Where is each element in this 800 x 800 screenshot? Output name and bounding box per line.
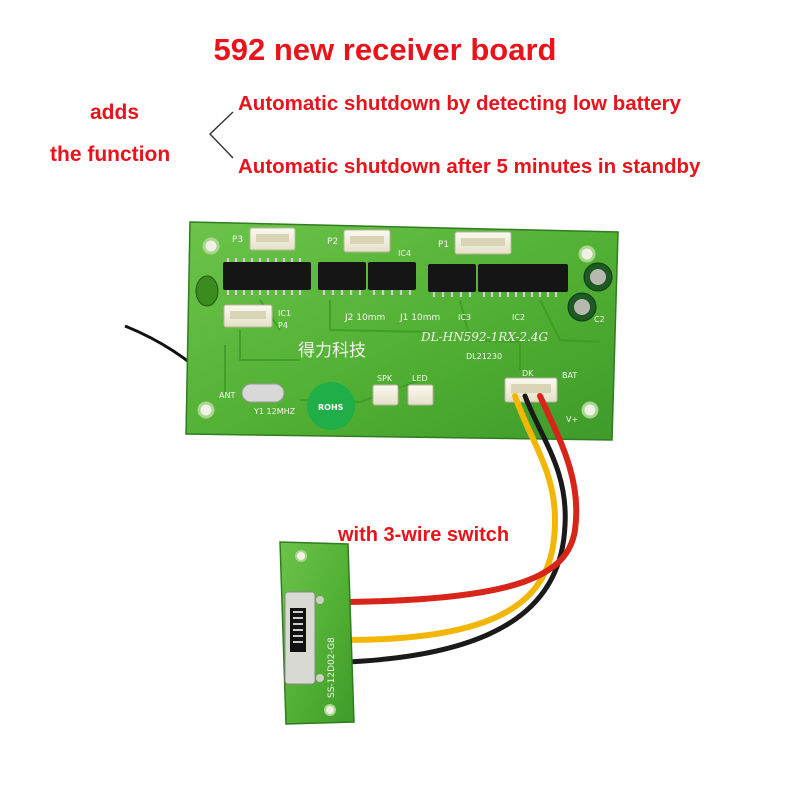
label-bat: BAT [562, 371, 577, 380]
three-wire-cable [342, 393, 580, 665]
label-ic3: IC3 [458, 313, 471, 322]
label-p1: P1 [438, 240, 449, 250]
label-j2: J2 10mm [344, 313, 385, 323]
feature-standby: Automatic shutdown after 5 minutes in st… [238, 155, 701, 178]
label-j1: J1 10mm [399, 313, 440, 323]
receiver-board: P3 P2 IC4 P1 IC1 P4 J2 10mm J1 10mm IC3 … [185, 221, 619, 441]
label-crystal: Y1 12MHZ [253, 407, 296, 416]
switch-board: SS-12D02-G8 [279, 541, 355, 725]
label-rohs: ROHS [318, 403, 344, 412]
label-chinese: 得力科技 [298, 341, 366, 361]
page-title: 592 new receiver board [213, 32, 557, 67]
label-led: LED [412, 374, 428, 383]
label-ic2: IC2 [512, 313, 525, 322]
label-switch: SS-12D02-G8 [327, 637, 337, 698]
rohs-badge [307, 382, 355, 430]
feature-low-battery: Automatic shutdown by detecting low batt… [238, 92, 682, 115]
label-model: DL-HN592-1RX-2.4G [420, 330, 548, 344]
label-vplus: V+ [566, 415, 578, 424]
label-ant: ANT [219, 391, 235, 400]
label-spk: SPK [377, 374, 393, 383]
label-ic1: IC1 [278, 309, 291, 318]
label-p4: P4 [278, 321, 288, 330]
label-ic4: IC4 [398, 249, 411, 258]
bracket-icon [209, 111, 234, 159]
label-p3: P3 [232, 235, 243, 245]
label-c2: C2 [594, 315, 605, 324]
label-p2: P2 [327, 237, 338, 247]
label-dk: DK [522, 369, 534, 378]
the-function-label: the function [50, 143, 171, 166]
adds-label: adds [90, 101, 140, 124]
switch-annotation: with 3-wire switch [338, 524, 510, 546]
label-code: DL21230 [466, 352, 502, 361]
